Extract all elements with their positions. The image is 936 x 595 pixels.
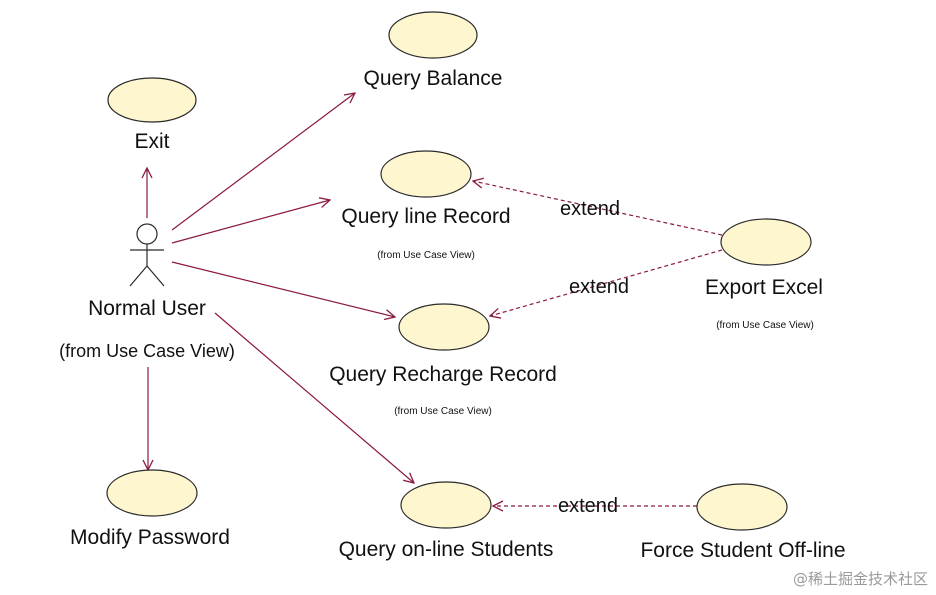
use-case-query-balance[interactable]: Query Balance [364, 11, 503, 90]
use-case-exit[interactable]: Exit [107, 77, 197, 153]
use-case-ellipse [106, 469, 198, 517]
use-case-ellipse [400, 481, 492, 529]
use-case-label: Query on-line Students [339, 538, 554, 561]
use-case-ellipse [388, 11, 478, 59]
use-case-modify-password[interactable]: Modify Password [70, 469, 230, 549]
actor-package-note: (from Use Case View) [59, 341, 235, 361]
use-case-query-recharge-record[interactable]: Query Recharge Record (from Use Case Vie… [329, 303, 557, 417]
use-case-ellipse [107, 77, 197, 123]
extend-line-record [473, 181, 723, 236]
use-case-note: (from Use Case View) [716, 320, 814, 331]
use-case-export-excel[interactable]: Export Excel (from Use Case View) [705, 218, 823, 331]
use-case-ellipse [398, 303, 490, 351]
use-case-ellipse [720, 218, 812, 266]
use-case-query-online-students[interactable]: Query on-line Students [339, 481, 554, 561]
assoc-to-query-online-students [214, 312, 414, 483]
use-case-ellipse [696, 483, 788, 531]
use-case-label: Export Excel [705, 276, 823, 299]
actor-normal-user[interactable] [129, 223, 165, 287]
use-case-label: Query line Record [341, 205, 510, 228]
use-case-query-line-record[interactable]: Query line Record (from Use Case View) [341, 150, 511, 261]
assoc-to-query-line-record [171, 200, 330, 244]
actor-head [136, 223, 158, 245]
assoc-to-query-balance [171, 93, 355, 231]
actor-left-leg [129, 265, 148, 287]
use-case-note: (from Use Case View) [394, 406, 492, 417]
use-case-label: Exit [134, 130, 169, 153]
use-case-label: Modify Password [70, 526, 230, 549]
use-case-note: (from Use Case View) [377, 250, 475, 261]
use-case-label: Query Recharge Record [329, 363, 557, 386]
use-case-ellipse [380, 150, 472, 198]
use-case-label: Query Balance [364, 67, 503, 90]
extend-label-1: extend [560, 198, 620, 220]
use-case-label: Force Student Off-line [640, 539, 845, 562]
use-case-force-student-offline[interactable]: Force Student Off-line [640, 483, 846, 562]
assoc-to-query-recharge-record [171, 261, 395, 317]
extend-recharge-record [490, 249, 723, 316]
actor-name: Normal User [88, 297, 206, 320]
extend-label-2: extend [569, 276, 629, 298]
extend-label-3: extend [558, 495, 618, 517]
watermark: @稀土掘金技术社区 [793, 570, 928, 588]
actor-right-leg [146, 265, 165, 287]
